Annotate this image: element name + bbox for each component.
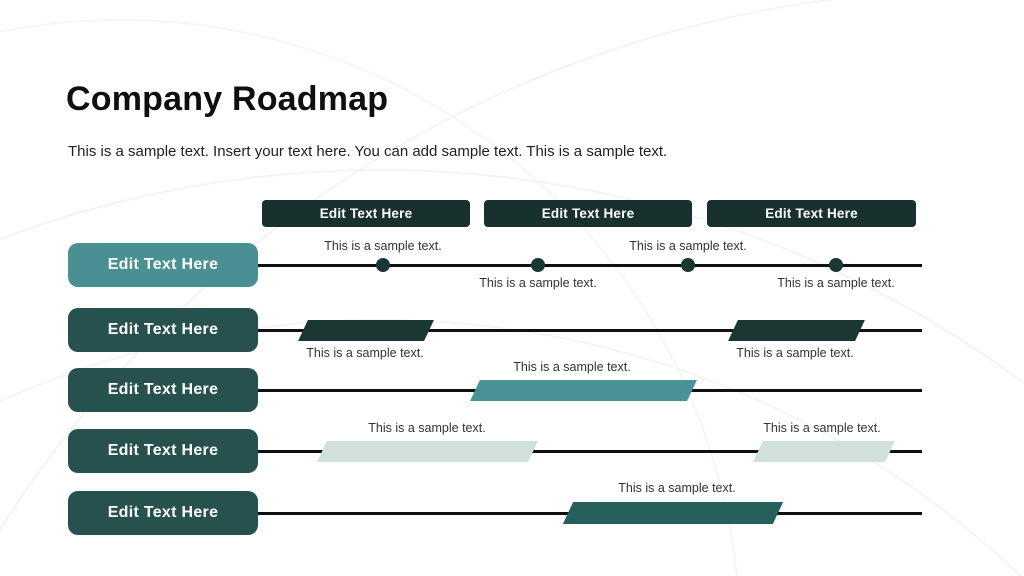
milestone-dot-2 [531, 258, 545, 272]
column-header-2[interactable]: Edit Text Here [484, 200, 692, 227]
row-label-2[interactable]: Edit Text Here [68, 308, 258, 352]
roadmap-bar-2a [298, 320, 434, 341]
roadmap-bar-2b [728, 320, 865, 341]
row-label-5[interactable]: Edit Text Here [68, 491, 258, 535]
bar-label-2b: This is a sample text. [736, 346, 854, 360]
column-header-1-label: Edit Text Here [319, 206, 413, 221]
bar-label-4a: This is a sample text. [368, 421, 486, 435]
roadmap-bar-4a [317, 441, 538, 462]
timeline-row-4 [258, 450, 922, 453]
roadmap-bar-3 [470, 380, 697, 401]
column-header-2-label: Edit Text Here [541, 206, 635, 221]
row-label-3[interactable]: Edit Text Here [68, 368, 258, 412]
column-header-1[interactable]: Edit Text Here [262, 200, 470, 227]
bar-label-3: This is a sample text. [513, 360, 631, 374]
column-header-3-label: Edit Text Here [765, 206, 858, 221]
page-subtitle: This is a sample text. Insert your text … [68, 143, 668, 160]
bar-label-4b: This is a sample text. [763, 421, 881, 435]
bar-label-2a: This is a sample text. [306, 346, 424, 360]
bar-label-5: This is a sample text. [618, 481, 736, 495]
milestone-dot-1 [376, 258, 390, 272]
timeline-row-1 [258, 264, 922, 267]
row-label-1-text: Edit Text Here [107, 256, 219, 273]
timeline-row-2 [258, 329, 922, 332]
row-label-1[interactable]: Edit Text Here [68, 243, 258, 287]
milestone-dot-3 [681, 258, 695, 272]
roadmap-bar-4b [753, 441, 895, 462]
milestone-label-1: This is a sample text. [324, 239, 442, 253]
milestone-label-3: This is a sample text. [629, 239, 747, 253]
page-title: Company Roadmap [66, 80, 389, 118]
row-label-2-text: Edit Text Here [107, 321, 219, 338]
milestone-dot-4 [829, 258, 843, 272]
column-header-3[interactable]: Edit Text Here [707, 200, 916, 227]
row-label-3-text: Edit Text Here [107, 381, 219, 398]
row-label-5-text: Edit Text Here [107, 504, 219, 521]
milestone-label-4: This is a sample text. [777, 276, 895, 290]
milestone-label-2: This is a sample text. [479, 276, 597, 290]
roadmap-bar-5 [562, 502, 784, 524]
row-label-4-text: Edit Text Here [107, 442, 219, 459]
row-label-4[interactable]: Edit Text Here [68, 429, 258, 473]
